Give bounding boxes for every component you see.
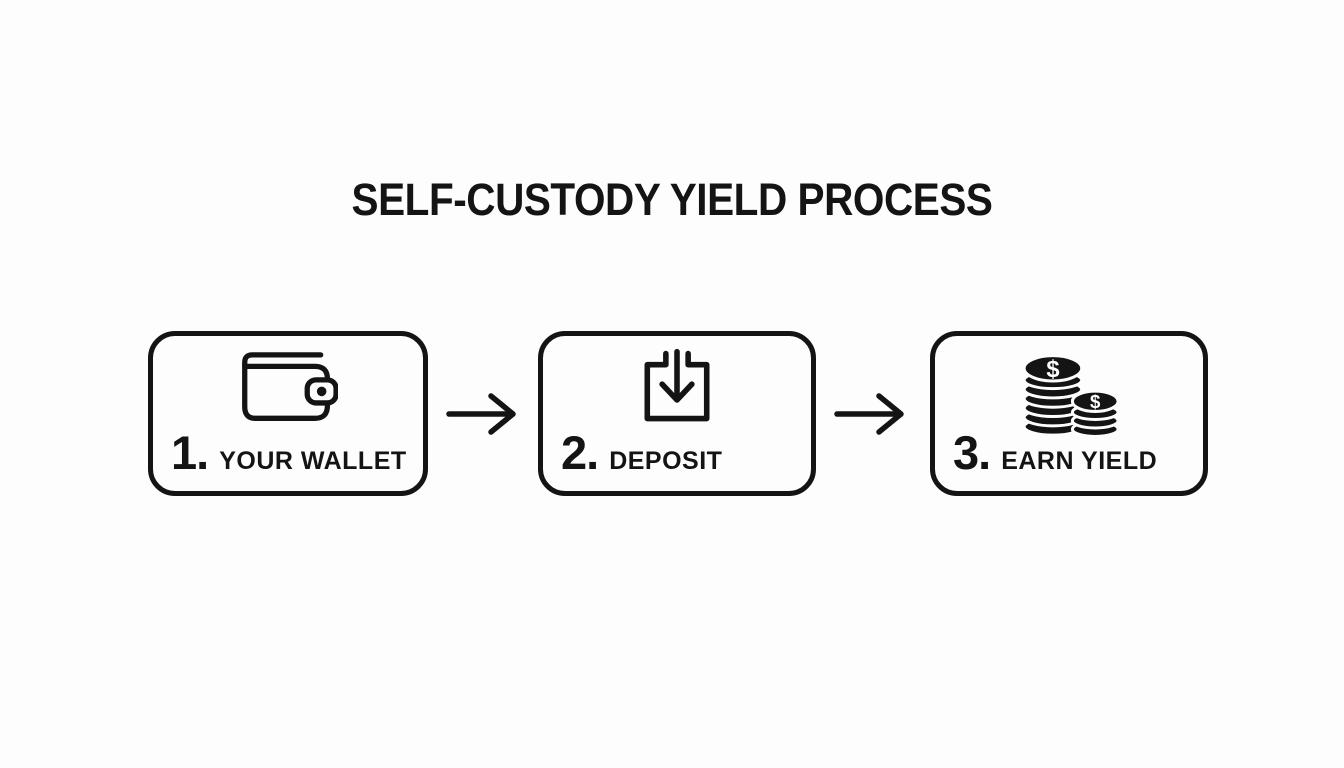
coin-stack-short: $: [1070, 389, 1120, 438]
step-label: EARN YIELD: [1001, 447, 1158, 475]
step-number: 2.: [561, 426, 599, 479]
wallet-icon: [238, 348, 339, 429]
step-label: DEPOSIT: [609, 447, 723, 475]
step-caption: 3. EARN YIELD: [953, 429, 1157, 476]
step-label: YOUR WALLET: [219, 447, 407, 475]
step-box-deposit: 2. DEPOSIT: [538, 331, 816, 496]
step-box-your-wallet: 1. YOUR WALLET: [148, 331, 428, 496]
diagram-title: SELF-CUSTODY YIELD PROCESS: [351, 174, 993, 225]
dollar-sign: $: [1046, 357, 1059, 383]
step-box-earn-yield: $ $ 3. EARN YIELD: [930, 331, 1208, 496]
dollar-sign: $: [1090, 391, 1101, 412]
coin-stack-tall: $: [1022, 354, 1084, 437]
step-caption: 2. DEPOSIT: [561, 429, 722, 476]
step-number: 3.: [953, 426, 991, 479]
flow-arrow-icon: [834, 393, 904, 435]
flow-arrow-icon: [446, 393, 516, 435]
coin-stack-icon: $ $: [1014, 348, 1124, 438]
step-caption: 1. YOUR WALLET: [171, 429, 407, 476]
step-number: 1.: [171, 426, 209, 479]
deposit-tray-icon: [638, 348, 716, 426]
